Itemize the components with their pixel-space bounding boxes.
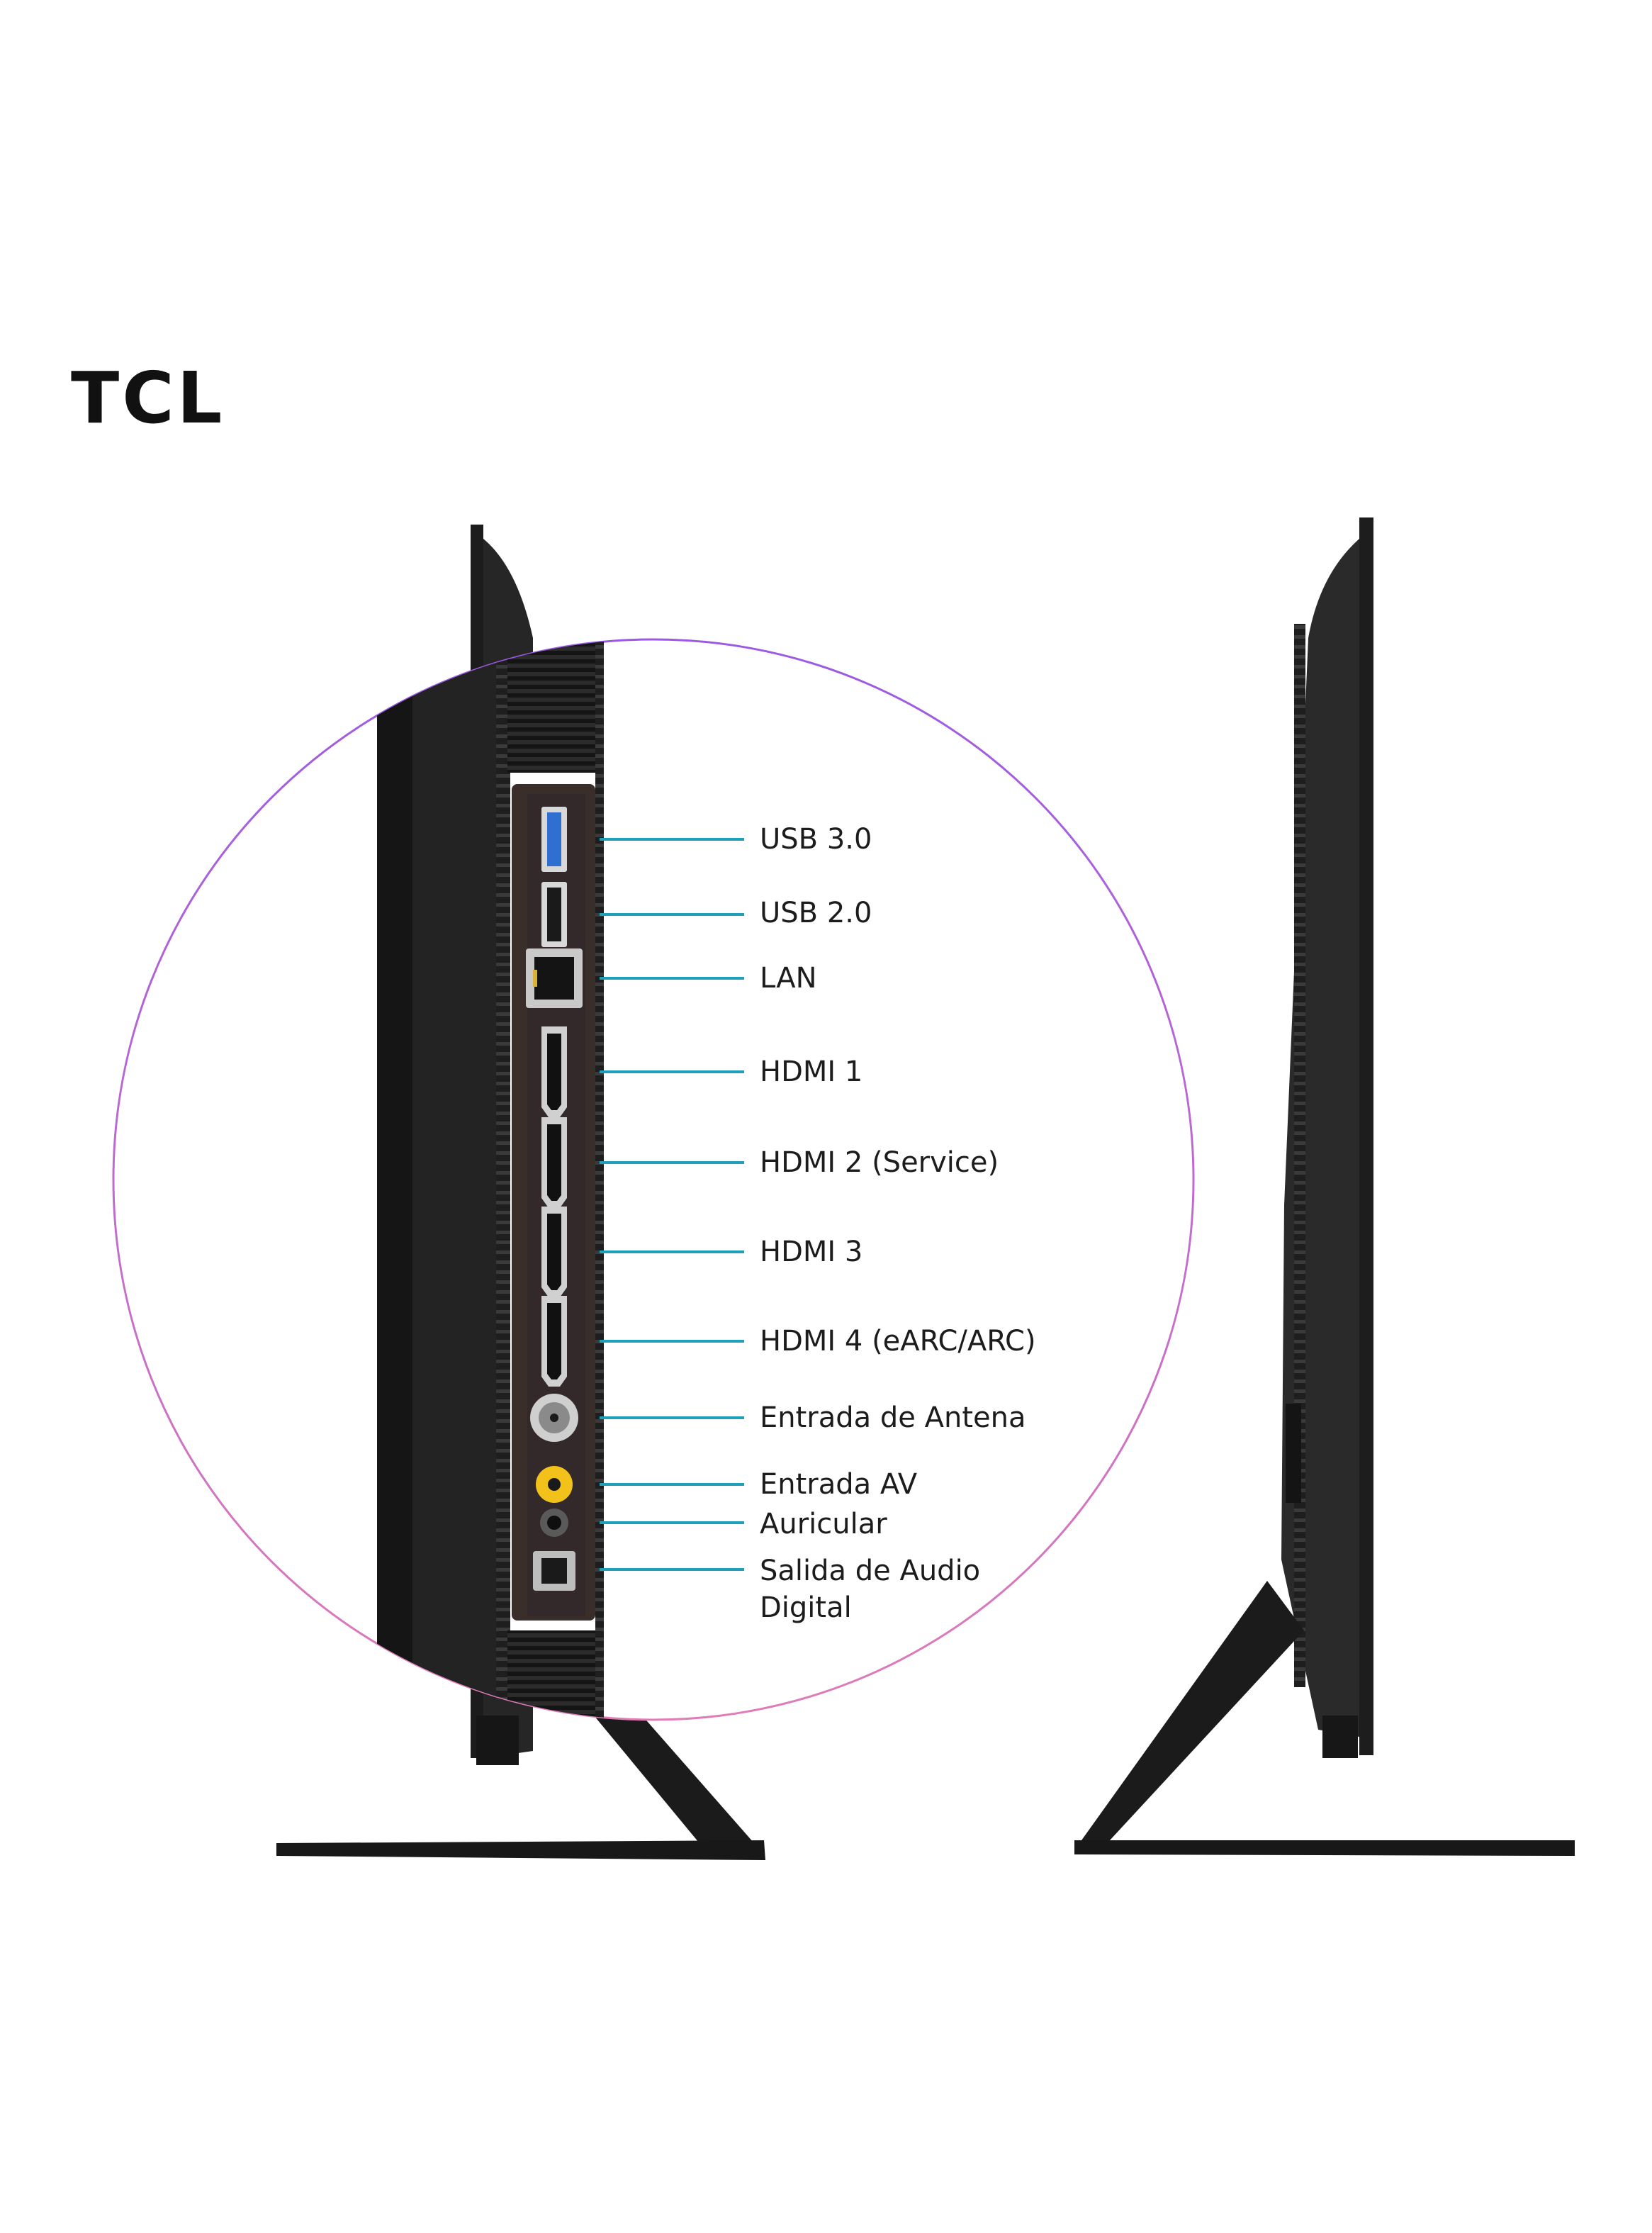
tv-left-stand-base	[276, 1840, 765, 1860]
magnifier-circle	[112, 638, 1195, 1721]
port-label-antenna: Entrada de Antena	[760, 1401, 1026, 1434]
tv-left-foot-block	[476, 1716, 519, 1765]
hdmi-port-icon	[541, 1117, 567, 1208]
tv-right-foot-block	[1322, 1716, 1358, 1758]
tcl-logo: TCL	[71, 357, 225, 440]
antenna-coax-port-icon	[530, 1394, 578, 1442]
usb-2-port-icon	[541, 882, 567, 947]
ports-layer	[526, 807, 744, 1591]
usb-3-port-icon	[541, 807, 567, 872]
port-label-lan: LAN	[760, 962, 817, 995]
hdmi-port-icon	[541, 1207, 567, 1297]
port-label-usb-3: USB 3.0	[760, 823, 872, 856]
tv-right-port-slot	[1286, 1404, 1301, 1503]
magnifier-callout	[112, 638, 1195, 1721]
tv-right-vent-strip	[1294, 624, 1305, 1687]
optical-audio-port-icon	[533, 1551, 575, 1591]
port-label-hdmi-3: HDMI 3	[760, 1236, 863, 1268]
port-label-headphone: Auricular	[760, 1508, 887, 1540]
tv-left-stand-neck	[594, 1716, 764, 1854]
port-label-usb-2: USB 2.0	[760, 897, 872, 929]
hdmi-port-icon	[541, 1296, 567, 1387]
tv-right-side-view	[1074, 517, 1575, 1856]
headphone-jack-icon	[540, 1509, 568, 1537]
tv-right-stand-neck	[1074, 1581, 1304, 1850]
tv-right-stand-base	[1074, 1840, 1575, 1856]
hdmi-port-icon	[541, 1026, 567, 1117]
port-label-av-input: Entrada AV	[760, 1468, 918, 1501]
port-label-optical-line-2: Digital	[760, 1591, 852, 1624]
port-label-hdmi-4: HDMI 4 (eARC/ARC)	[760, 1325, 1036, 1358]
tv-right-front-edge	[1359, 517, 1373, 1755]
port-label-hdmi-1: HDMI 1	[760, 1056, 863, 1088]
port-label-optical-line-1: Salida de Audio	[760, 1555, 981, 1587]
av-input-port-icon	[536, 1466, 573, 1503]
tv-right-back-shell	[1281, 539, 1359, 1737]
port-label-hdmi-2: HDMI 2 (Service)	[760, 1146, 999, 1179]
ethernet-port-icon	[526, 948, 583, 1008]
